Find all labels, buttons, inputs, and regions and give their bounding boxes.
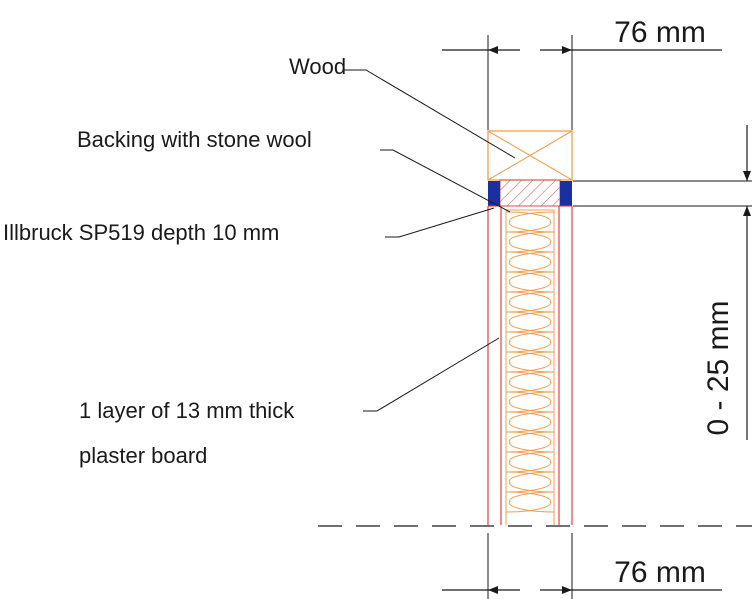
bottom-width-label: 76 mm bbox=[614, 556, 706, 589]
sealant-right bbox=[560, 181, 572, 206]
plaster-boards bbox=[487, 205, 573, 525]
top-width-label: 76 mm bbox=[614, 16, 706, 49]
plaster-board-label-line1: 1 layer of 13 mm thick bbox=[79, 398, 295, 423]
sealant-label: Illbruck SP519 depth 10 mm bbox=[3, 220, 279, 245]
backing-label: Backing with stone wool bbox=[77, 127, 312, 152]
wood-member bbox=[487, 130, 573, 181]
sealant-left bbox=[488, 181, 500, 206]
bottom-width-dimension: 76 mm bbox=[442, 533, 722, 599]
gap-dimension: 0 - 25 mm bbox=[573, 125, 752, 440]
top-width-dimension: 76 mm bbox=[442, 16, 722, 130]
wood-label: Wood bbox=[289, 54, 346, 79]
plaster-board-label-line2: plaster board bbox=[79, 443, 207, 468]
leader-lines bbox=[344, 69, 516, 412]
stone-wool-backing bbox=[499, 179, 561, 207]
insulation bbox=[505, 209, 555, 525]
gap-label: 0 - 25 mm bbox=[702, 300, 735, 435]
